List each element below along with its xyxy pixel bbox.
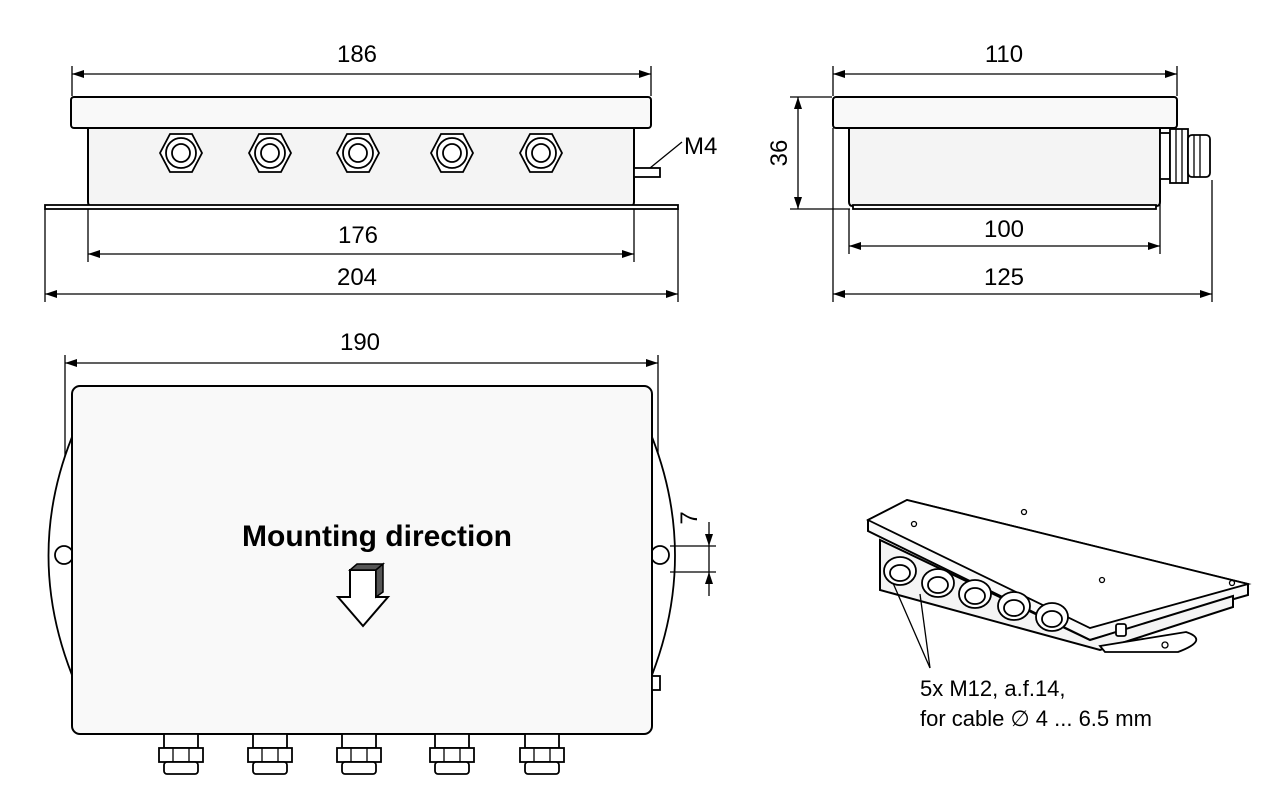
- top-gland-2: [247, 733, 293, 775]
- iso-plate: [1098, 631, 1198, 653]
- front-gland-5: [518, 133, 564, 173]
- front-mounting-plate: [44, 204, 679, 210]
- front-gland-4: [429, 133, 475, 173]
- iso-gland-5: [1035, 602, 1069, 632]
- front-gland-2: [247, 133, 293, 173]
- iso-screw: [1115, 623, 1127, 637]
- side-body: [848, 127, 1161, 207]
- dim-186: 186: [337, 41, 377, 68]
- top-gland-1: [158, 733, 204, 775]
- mounting-direction-label: Mounting direction: [242, 520, 512, 553]
- right-mounting-hole: [650, 545, 670, 565]
- top-view: 190 Mounting direction 7: [47, 329, 716, 775]
- m4-leader: [649, 141, 683, 169]
- side-view: 110 36 100 125: [766, 41, 1213, 302]
- m4-screw: [633, 167, 661, 178]
- iso-gland-3: [958, 579, 992, 609]
- iso-leader-1: [892, 582, 931, 669]
- top-m4-screw: [651, 675, 661, 691]
- front-gland-1: [158, 133, 204, 173]
- mounting-direction-arrow-icon: [335, 562, 391, 628]
- side-gland: [1159, 128, 1211, 184]
- side-base-plate: [852, 204, 1157, 210]
- top-gland-3: [336, 733, 382, 775]
- dim-190: 190: [340, 329, 380, 356]
- iso-leader-2: [919, 593, 931, 669]
- dim-125: 125: [984, 264, 1024, 291]
- m4-label: M4: [684, 133, 717, 160]
- front-view: 186 M4: [44, 41, 717, 302]
- dim-176: 176: [338, 222, 378, 249]
- top-lid: [71, 385, 653, 735]
- left-mounting-hole: [54, 545, 74, 565]
- dim-110: 110: [985, 41, 1023, 68]
- iso-gland-2: [921, 568, 955, 598]
- top-gland-4: [429, 733, 475, 775]
- iso-note-line2: for cable ∅ 4 ... 6.5 mm: [920, 706, 1152, 731]
- top-gland-5: [519, 733, 565, 775]
- iso-view: 5x M12, a.f.14, for cable ∅ 4 ... 6.5 mm: [865, 498, 1252, 731]
- dim-36: 36: [766, 140, 793, 167]
- iso-gland-4: [997, 591, 1031, 621]
- front-gland-3: [335, 133, 381, 173]
- iso-note-line1: 5x M12, a.f.14,: [920, 676, 1066, 701]
- side-lid: [832, 96, 1178, 129]
- dim-100: 100: [984, 216, 1024, 243]
- dim-7: 7: [676, 511, 703, 524]
- front-lid: [70, 96, 652, 129]
- dim-204: 204: [337, 264, 377, 291]
- iso-gland-1: [883, 556, 917, 586]
